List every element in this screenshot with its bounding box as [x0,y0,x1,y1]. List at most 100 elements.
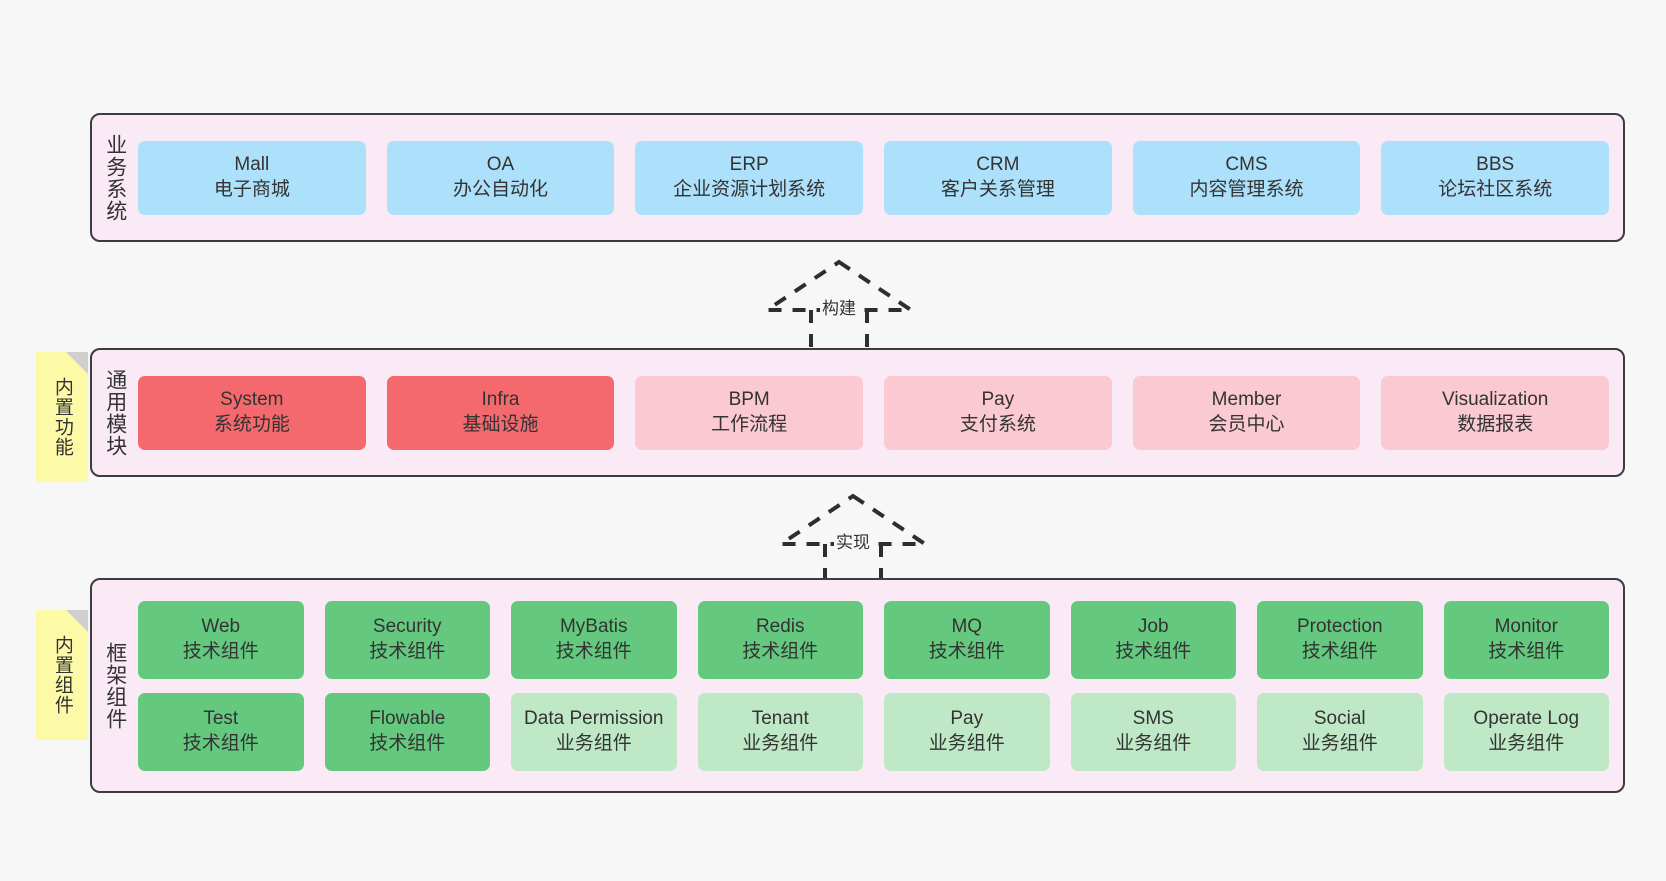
card-title-en: BPM [728,388,770,410]
card-crm[interactable]: CRM 客户关系管理 [884,140,1112,215]
card-title-en: Infra [481,388,520,410]
card-sms[interactable]: SMS 业务组件 [1070,692,1236,771]
card-title-zh: 技术组件 [182,640,259,662]
card-protection[interactable]: Protection 技术组件 [1257,600,1423,679]
card-title-zh: 系统功能 [213,413,290,435]
layer-framework-components-title: 框架组件 [103,641,127,730]
card-title-en: MQ [951,615,983,637]
card-title-zh: 支付系统 [959,413,1036,435]
card-title-en: MyBatis [559,615,628,637]
connector-build: 构建 [751,256,927,352]
card-title-en: Web [201,615,241,637]
card-mall[interactable]: Mall 电子商城 [138,140,366,215]
card-title-en: Pay [950,707,984,729]
card-mq[interactable]: MQ 技术组件 [884,600,1050,679]
card-title-en: System [220,388,284,410]
card-infra[interactable]: Infra 基础设施 [386,375,615,450]
card-title-en: ERP [729,153,769,175]
card-operate-log[interactable]: Operate Log 业务组件 [1443,692,1609,771]
card-row: Test 技术组件 Flowable 技术组件 Data Permission … [138,692,1609,771]
card-flowable[interactable]: Flowable 技术组件 [324,692,490,771]
sticky-note-builtin-features: 内置功能 [36,352,88,482]
card-title-en: Protection [1296,615,1383,637]
card-title-zh: 技术组件 [742,640,819,662]
card-title-en: Visualization [1442,388,1549,410]
card-title-zh: 会员中心 [1208,413,1285,435]
connector-build-label: 构建 [820,294,858,319]
card-security[interactable]: Security 技术组件 [324,600,490,679]
card-title-zh: 办公自动化 [453,178,549,200]
card-mybatis[interactable]: MyBatis 技术组件 [511,600,677,679]
card-title-en: CRM [976,153,1020,175]
card-data-permission[interactable]: Data Permission 业务组件 [511,692,677,771]
card-system[interactable]: System 系统功能 [138,375,366,450]
card-title-zh: 技术组件 [928,640,1005,662]
card-title-en: SMS [1132,707,1174,729]
card-test[interactable]: Test 技术组件 [138,692,304,771]
card-title-zh: 技术组件 [1301,640,1378,662]
card-title-zh: 技术组件 [1115,640,1192,662]
card-title-en: BBS [1476,153,1515,175]
card-title-en: Monitor [1494,615,1558,637]
card-title-en: CMS [1225,153,1268,175]
card-title-en: Job [1137,615,1169,637]
card-social[interactable]: Social 业务组件 [1257,692,1423,771]
card-title-zh: 技术组件 [369,640,446,662]
card-title-zh: 业务组件 [742,732,819,754]
card-title-zh: 工作流程 [711,413,788,435]
card-title-zh: 业务组件 [555,732,632,754]
card-title-en: OA [486,153,515,175]
folded-corner-icon [66,610,88,632]
card-title-en: Redis [755,615,805,637]
layer-framework-components-body: Web 技术组件 Security 技术组件 MyBatis 技术组件 Redi… [138,580,1623,791]
card-monitor[interactable]: Monitor 技术组件 [1443,600,1609,679]
card-member[interactable]: Member 会员中心 [1132,375,1361,450]
card-erp[interactable]: ERP 企业资源计划系统 [635,140,864,215]
card-title-zh: 技术组件 [182,732,259,754]
card-title-zh: 业务组件 [1115,732,1192,754]
sticky-note-builtin-components: 内置组件 [36,610,88,740]
card-title-zh: 技术组件 [1488,640,1565,662]
card-title-en: Pay [981,388,1015,410]
card-bpm[interactable]: BPM 工作流程 [635,375,864,450]
layer-business-systems-body: Mall 电子商城 OA 办公自动化 ERP 企业资源计划系统 CRM 客户关系… [138,115,1623,240]
card-row: System 系统功能 Infra 基础设施 BPM 工作流程 Pay 支付系统… [138,375,1610,450]
card-title-zh: 电子商城 [213,178,290,200]
card-title-en: Security [372,615,442,637]
sticky-note-label: 内置组件 [51,635,73,715]
card-visualization[interactable]: Visualization 数据报表 [1381,375,1610,450]
card-row: Mall 电子商城 OA 办公自动化 ERP 企业资源计划系统 CRM 客户关系… [138,140,1610,215]
card-redis[interactable]: Redis 技术组件 [697,600,863,679]
card-title-zh: 企业资源计划系统 [673,178,826,200]
card-web[interactable]: Web 技术组件 [138,600,304,679]
card-job[interactable]: Job 技术组件 [1070,600,1236,679]
folded-corner-icon [66,352,88,374]
card-tenant[interactable]: Tenant 业务组件 [697,692,863,771]
card-pay[interactable]: Pay 支付系统 [884,375,1112,450]
connector-implement: 实现 [765,490,941,586]
card-title-en: Social [1313,707,1366,729]
layer-framework-components: 框架组件 Web 技术组件 Security 技术组件 MyBatis 技术组件… [90,578,1625,793]
connector-implement-label: 实现 [834,528,872,553]
card-title-zh: 客户关系管理 [940,178,1055,200]
card-title-en: Tenant [751,707,809,729]
sticky-note-label: 内置功能 [51,377,73,457]
layer-common-modules: 通用模块 System 系统功能 Infra 基础设施 BPM 工作流程 Pay… [90,348,1625,477]
card-title-en: Operate Log [1473,707,1580,729]
card-title-en: Member [1211,388,1282,410]
layer-business-systems-title: 业务系统 [103,133,127,222]
card-cms[interactable]: CMS 内容管理系统 [1132,140,1361,215]
card-title-zh: 论坛社区系统 [1438,178,1553,200]
layer-common-modules-title: 通用模块 [103,368,127,457]
card-pay-component[interactable]: Pay 业务组件 [884,692,1050,771]
card-title-zh: 技术组件 [369,732,446,754]
card-title-zh: 业务组件 [928,732,1005,754]
card-oa[interactable]: OA 办公自动化 [386,140,615,215]
card-title-en: Test [203,707,239,729]
card-title-en: Flowable [369,707,446,729]
card-title-en: Mall [234,153,270,175]
card-title-zh: 业务组件 [1301,732,1378,754]
layer-common-modules-body: System 系统功能 Infra 基础设施 BPM 工作流程 Pay 支付系统… [138,350,1623,475]
card-bbs[interactable]: BBS 论坛社区系统 [1381,140,1610,215]
